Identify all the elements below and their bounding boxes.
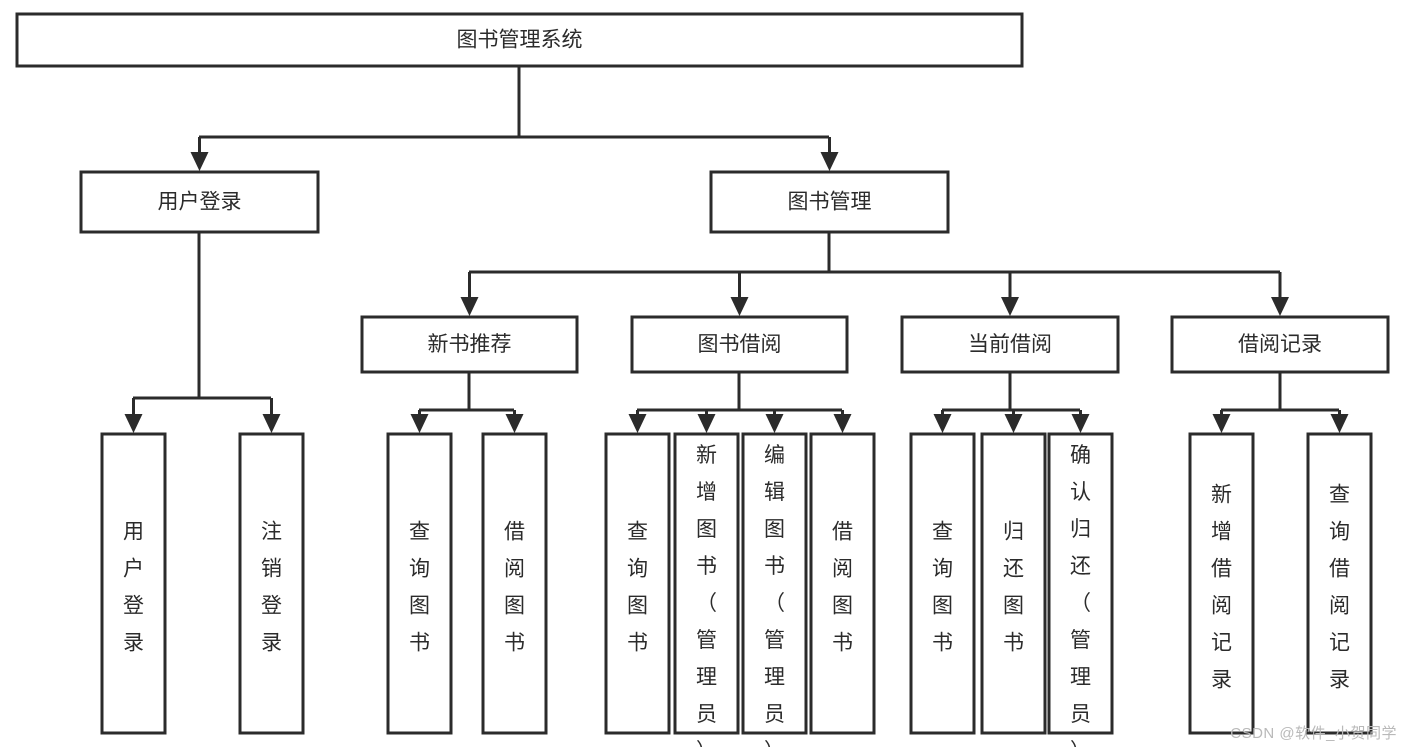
node-label: 新书推荐 [428, 333, 512, 356]
connector-newbook-bus [419, 372, 514, 412]
edge-l2c-to-leaf09 [933, 410, 952, 433]
edge-l2a-to-leaf03 [410, 410, 429, 433]
edge-l2b-to-leaf06 [697, 410, 716, 433]
node-l2d[interactable]: 借阅记录 [1170, 315, 1390, 374]
node-leaf05[interactable]: 查询图书 [604, 432, 671, 735]
node-box[interactable] [386, 432, 453, 735]
node-leaf09[interactable]: 查询图书 [909, 432, 976, 735]
node-l1a[interactable]: 用户登录 [79, 170, 320, 234]
node-box[interactable] [673, 432, 740, 735]
edge-l2d-to-leaf12 [1212, 410, 1231, 433]
watermark-label: CSDN @软件_小贺同学 [1230, 725, 1397, 742]
node-label: 用户登录 [158, 191, 242, 214]
node-box[interactable] [79, 170, 320, 234]
node-layer: 图书管理系统用户登录图书管理新书推荐图书借阅当前借阅借阅记录用户登录注销登录查询… [15, 12, 1390, 747]
node-leaf06[interactable]: 新增图书（管理员） [673, 432, 740, 747]
edge-l2b-to-leaf08 [833, 410, 852, 433]
edge-l1a-to-leaf02 [262, 398, 281, 433]
node-box[interactable] [1188, 432, 1255, 735]
node-box[interactable] [630, 315, 849, 374]
node-box[interactable] [238, 432, 305, 735]
node-l2a[interactable]: 新书推荐 [360, 315, 579, 374]
node-l2c[interactable]: 当前借阅 [900, 315, 1120, 374]
connector-login-bus [133, 232, 271, 400]
node-label: 查询图书 [932, 520, 953, 654]
node-box[interactable] [1047, 432, 1114, 735]
node-box[interactable] [604, 432, 671, 735]
edge-l1b-to-l2a [460, 272, 479, 316]
node-label: 图书借阅 [698, 333, 782, 356]
node-leaf03[interactable]: 查询图书 [386, 432, 453, 735]
node-label: 查询图书 [409, 520, 430, 654]
edge-root-to-l1a [190, 137, 209, 171]
connector-root-bus [199, 66, 829, 139]
node-label: 注销登录 [261, 520, 282, 654]
edge-l2b-to-leaf07 [765, 410, 784, 433]
node-l2b[interactable]: 图书借阅 [630, 315, 849, 374]
edge-l2a-to-leaf04 [505, 410, 524, 433]
node-leaf01[interactable]: 用户登录 [100, 432, 167, 735]
node-box[interactable] [15, 12, 1024, 68]
node-box[interactable] [900, 315, 1120, 374]
edge-l2d-to-leaf13 [1330, 410, 1349, 433]
node-box[interactable] [709, 170, 950, 234]
node-label: 借阅记录 [1238, 333, 1322, 356]
node-box[interactable] [100, 432, 167, 735]
node-box[interactable] [481, 432, 548, 735]
node-leaf10[interactable]: 归还图书 [980, 432, 1047, 735]
edge-l1b-to-l2d [1271, 272, 1289, 316]
node-leaf07[interactable]: 编辑图书（管理员） [741, 432, 808, 747]
node-leaf04[interactable]: 借阅图书 [481, 432, 548, 735]
node-label: 用户登录 [123, 520, 144, 654]
node-box[interactable] [909, 432, 976, 735]
node-label: 新增图书（管理员） [696, 444, 717, 747]
connector-layer [124, 66, 1349, 433]
node-leaf08[interactable]: 借阅图书 [809, 432, 876, 735]
node-label: 查询图书 [627, 520, 648, 654]
node-box[interactable] [360, 315, 579, 374]
node-label: 新增借阅记录 [1211, 483, 1232, 691]
connector-manage-bus [469, 232, 1280, 274]
node-leaf12[interactable]: 新增借阅记录 [1188, 432, 1255, 735]
node-label: 借阅图书 [832, 520, 853, 654]
node-label: 图书管理 [788, 191, 872, 214]
node-label: 查询借阅记录 [1329, 483, 1350, 691]
node-leaf11[interactable]: 确认归还（管理员） [1047, 432, 1114, 747]
node-leaf02[interactable]: 注销登录 [238, 432, 305, 735]
connector-record-bus [1221, 372, 1339, 412]
edge-l2c-to-leaf11 [1071, 410, 1090, 433]
node-box[interactable] [1170, 315, 1390, 374]
node-box[interactable] [741, 432, 808, 735]
node-label: 编辑图书（管理员） [764, 444, 785, 747]
node-label: 图书管理系统 [457, 29, 583, 52]
node-label: 归还图书 [1003, 520, 1024, 654]
node-root[interactable]: 图书管理系统 [15, 12, 1024, 68]
node-label: 当前借阅 [968, 333, 1052, 356]
node-box[interactable] [1306, 432, 1373, 735]
node-box[interactable] [809, 432, 876, 735]
edge-l2b-to-leaf05 [628, 410, 647, 433]
edge-l1b-to-l2b [730, 272, 749, 316]
node-l1b[interactable]: 图书管理 [709, 170, 950, 234]
node-leaf13[interactable]: 查询借阅记录 [1306, 432, 1373, 735]
edge-l1a-to-leaf01 [124, 398, 143, 433]
connector-borrow-bus [637, 372, 842, 412]
node-box[interactable] [980, 432, 1047, 735]
node-label: 借阅图书 [504, 520, 525, 654]
edge-root-to-l1b [820, 137, 839, 171]
edge-l2c-to-leaf10 [1004, 410, 1023, 433]
node-label: 确认归还（管理员） [1070, 444, 1091, 747]
connector-current-bus [942, 372, 1080, 412]
edge-l1b-to-l2c [1001, 272, 1019, 316]
